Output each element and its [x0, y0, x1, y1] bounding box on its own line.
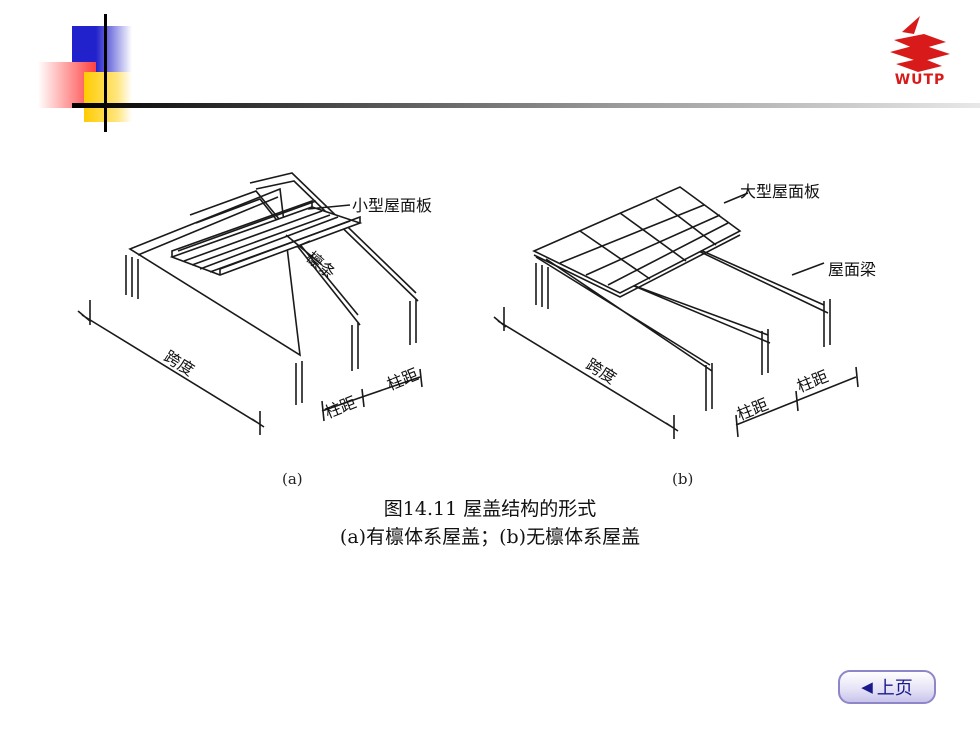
caption-a: (a) — [282, 470, 303, 488]
triangle-left-icon: ◀ — [861, 678, 873, 696]
diagram-b — [493, 186, 859, 439]
logo-text: WUTP — [894, 72, 946, 88]
label-large-roof-panel: 大型屋面板 — [740, 182, 821, 201]
diagram-a — [77, 172, 423, 435]
decor-horizontal-rule — [72, 103, 980, 108]
figure-title: 图14.11 屋盖结构的形式 — [383, 498, 597, 520]
roof-structure-diagram — [77, 172, 859, 439]
caption-b: (b) — [672, 470, 694, 488]
previous-page-label: 上页 — [876, 678, 913, 699]
decor-blue-gradient — [96, 26, 132, 72]
figure-subtitle: (a)有檩体系屋盖；(b)无檩体系屋盖 — [339, 526, 641, 548]
label-roof-beam: 屋面梁 — [828, 260, 877, 279]
decor-vertical-line — [104, 14, 107, 132]
decor-yellow-square — [84, 72, 132, 122]
previous-page-button[interactable]: ◀ 上页 — [838, 670, 936, 704]
publisher-logo — [890, 16, 950, 72]
label-small-roof-panel: 小型屋面板 — [352, 196, 433, 215]
